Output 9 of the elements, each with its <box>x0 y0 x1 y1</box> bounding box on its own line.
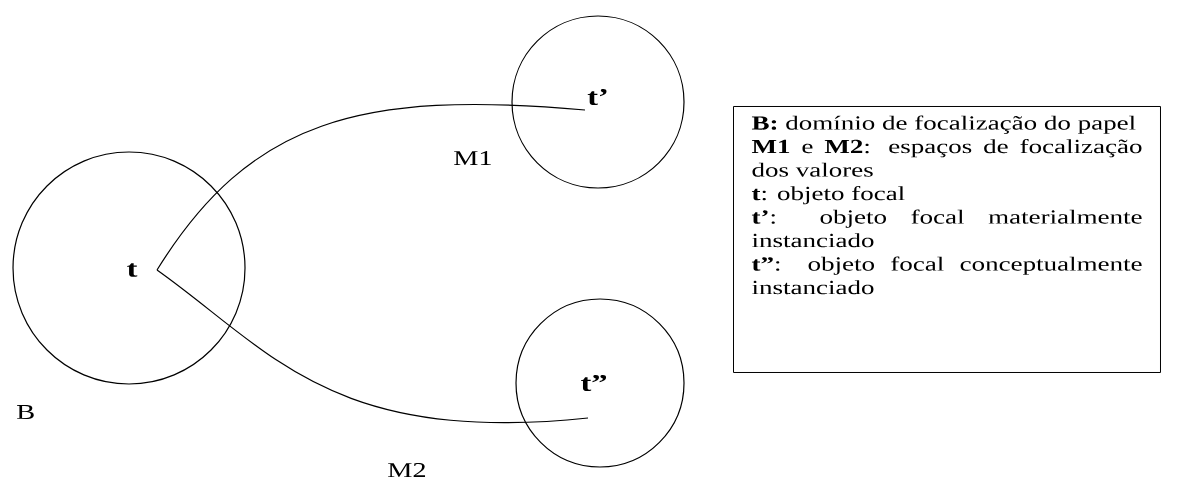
connector-line <box>156 269 589 423</box>
node-label: t’ <box>587 88 607 106</box>
region-label: M2 <box>388 463 425 477</box>
node-label: t” <box>581 374 607 392</box>
connector-line <box>156 103 586 271</box>
node-label: t <box>127 263 138 277</box>
legend-box: B: domínio de focalização do papel M1 e M2: espaços de focalização dos valores t: objeto focal t’: objeto focal materialmente instanciado t”: objeto focal conceptualmente instanciado <box>733 106 1161 373</box>
region-label: B <box>17 405 34 419</box>
region-label: M1 <box>454 151 491 165</box>
